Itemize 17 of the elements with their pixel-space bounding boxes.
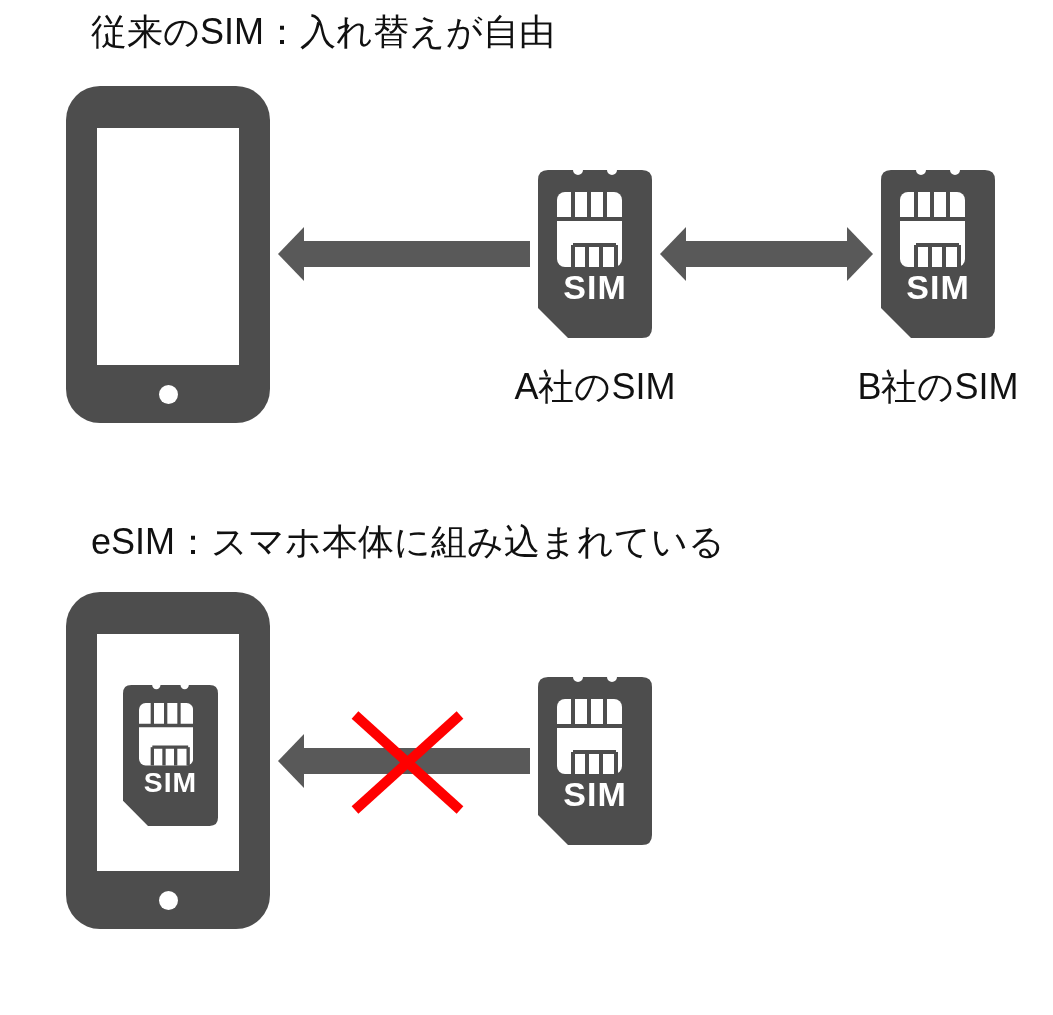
card-label: SIM xyxy=(563,270,627,304)
card-label: SIM xyxy=(906,270,970,304)
sim-label: B社のSIM xyxy=(857,366,1019,408)
double-arrow xyxy=(660,227,873,281)
card-label: SIM xyxy=(563,777,627,811)
card-label: SIM xyxy=(143,768,198,797)
arrow xyxy=(278,227,530,281)
sim-card xyxy=(881,170,995,338)
smartphone xyxy=(66,86,270,423)
section-heading: eSIM：スマホ本体に組み込まれている xyxy=(91,521,726,563)
sim-label: A社のSIM xyxy=(514,366,676,408)
section-heading: 従来のSIM：入れ替えが自由 xyxy=(91,11,555,53)
sim-card xyxy=(538,677,652,845)
sim-card xyxy=(538,170,652,338)
arrow xyxy=(278,734,530,788)
sim-card xyxy=(123,685,218,826)
smartphone xyxy=(66,592,270,929)
